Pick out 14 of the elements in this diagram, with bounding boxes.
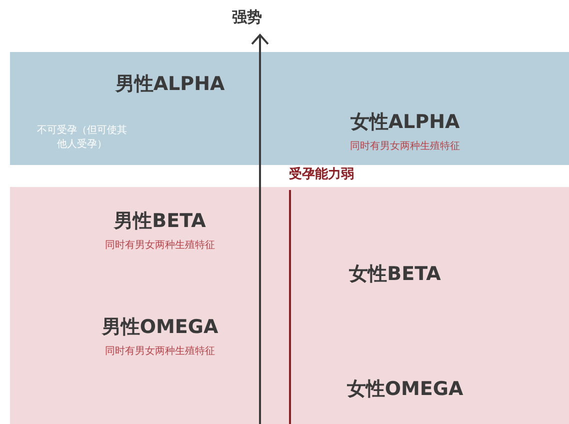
subtitle-text: 同时有男女两种生殖特征 <box>105 239 215 253</box>
line-label: 受孕能力弱 <box>289 166 354 183</box>
title-text: 女性OMEGA <box>346 377 464 401</box>
title-text: 男性ALPHA <box>115 72 225 96</box>
title-text: 女性ALPHA <box>350 110 460 134</box>
title-text: 男性OMEGA <box>102 315 218 339</box>
band <box>10 187 569 424</box>
subtitle-text: 同时有男女两种生殖特征 <box>350 140 460 154</box>
axis-label: 强势 <box>232 8 262 27</box>
title-text: 男性BETA <box>114 209 206 233</box>
title-text: 女性BETA <box>349 262 441 286</box>
note-text: 不可受孕（但可使其他人受孕） <box>36 124 128 152</box>
subtitle-text: 同时有男女两种生殖特征 <box>105 345 215 359</box>
band <box>10 52 569 165</box>
